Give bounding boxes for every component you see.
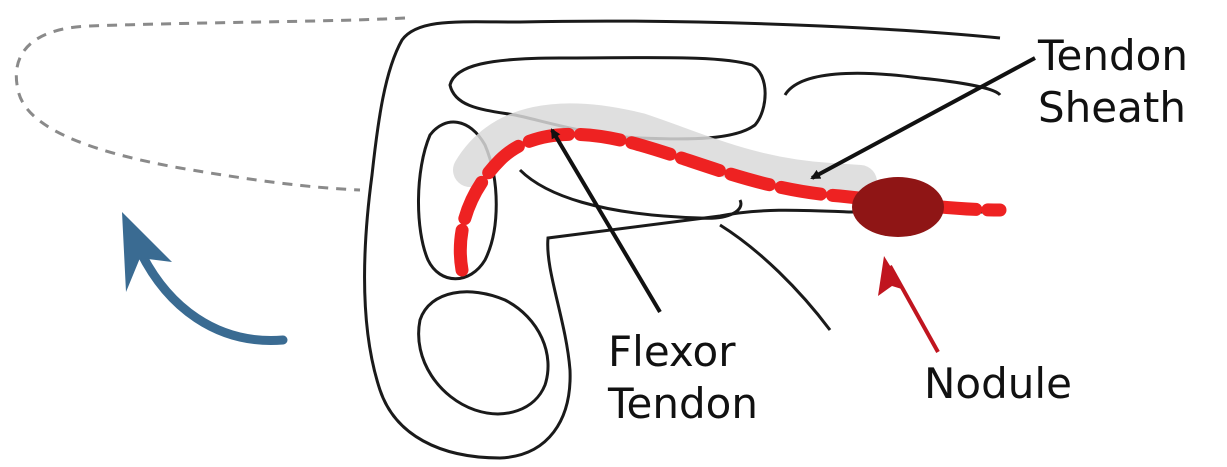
flexion-motion-arrowhead — [122, 212, 172, 292]
flexor-tendon-label-line2: Tendon — [608, 378, 758, 430]
nodule-label: Nodule — [924, 358, 1072, 410]
tendon-sheath-pointer-arrow — [812, 58, 1035, 178]
palm-crease — [720, 225, 830, 330]
tendon-nodule — [852, 177, 944, 237]
nodule-pointer-arrowhead — [878, 256, 905, 296]
tendon-sheath-label: Tendon Sheath — [1038, 30, 1188, 134]
proximal-bone-outline — [785, 73, 1000, 95]
knuckle-crease — [520, 170, 741, 218]
flexor-tendon-pointer-arrow — [552, 130, 660, 312]
flexor-tendon-label-line1: Flexor — [608, 326, 758, 378]
extended-finger-dashed-outline — [16, 18, 405, 190]
tendon-sheath-label-line1: Tendon — [1038, 30, 1188, 82]
fingertip-outline — [419, 292, 548, 414]
flexor-tendon-label: Flexor Tendon — [608, 326, 758, 430]
tendon-sheath-label-line2: Sheath — [1038, 82, 1188, 134]
